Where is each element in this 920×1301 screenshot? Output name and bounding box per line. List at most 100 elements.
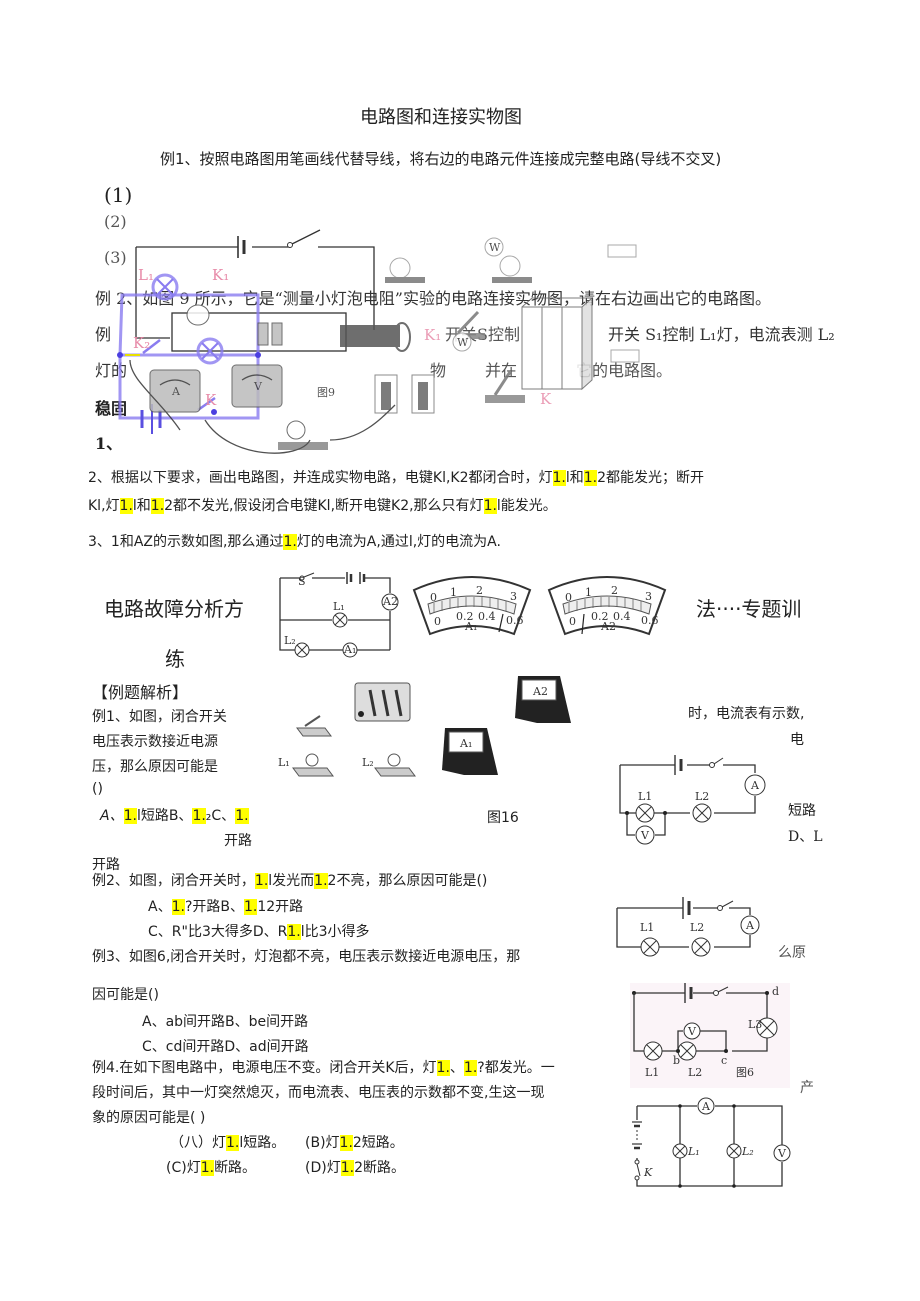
ex1-label-L2: L2	[695, 790, 709, 803]
ex1-label-V: V	[640, 829, 650, 842]
svg-text:A: A	[171, 385, 181, 398]
svg-text:0.6: 0.6	[641, 614, 659, 627]
label-L2: L₂	[284, 634, 296, 647]
label-A2: A2	[382, 595, 398, 608]
svg-text:1: 1	[450, 586, 457, 599]
svg-text:0.6: 0.6	[506, 614, 524, 627]
svg-text:0: 0	[430, 591, 437, 604]
fig6-label-L2: L2	[688, 1066, 702, 1079]
ex1-right-line2: 电	[790, 732, 804, 748]
svg-text:K: K	[540, 390, 552, 408]
svg-text:3: 3	[510, 590, 517, 603]
ex4-label-L1: L₁	[687, 1145, 700, 1158]
ex1-options-wrap: 开路	[224, 833, 252, 849]
svg-text:2: 2	[611, 584, 618, 597]
svg-text:0.4: 0.4	[613, 610, 631, 623]
ex3-question-wrap: 因可能是()	[92, 987, 159, 1003]
figure9-caption: 图9	[317, 386, 335, 399]
ex1-options-wrap2: 开路	[92, 857, 120, 873]
ex1-circuit: L1 L2 A V	[619, 755, 766, 845]
fig6-label-c: c	[721, 1054, 727, 1067]
example3-line2-end: 它的电路图。	[576, 361, 673, 380]
fig6-label-V: V	[687, 1025, 697, 1038]
svg-text:V: V	[253, 380, 263, 393]
fig6-label-b: b	[673, 1054, 680, 1067]
fig6-label-L3: L3	[748, 1018, 762, 1031]
ex1-right-line1: 时，电流表有示数,	[688, 706, 805, 722]
overlay-label-K: K	[205, 391, 217, 409]
ex2-circuit: L1 L2 A	[616, 897, 760, 957]
item3-line: 3、1和AZ的示数如图,那么通过1.灯的电流为A,通过l,灯的电流为A.	[88, 534, 501, 550]
ex4-option-d: (D)灯1.2断路。	[305, 1160, 405, 1176]
svg-text:0.2: 0.2	[591, 610, 609, 623]
figure16-caption: 图16	[487, 810, 519, 826]
figure16-components: L₁ L₂ A2 A₁	[278, 676, 571, 777]
examples-header: 【例题解析】	[92, 683, 189, 702]
item2-line1: 2、根据以下要求，画出电路图，并连成实物电路，电键Kl,K2都闭合时，灯1.l和…	[88, 470, 705, 486]
sub-item-2: (2)	[104, 212, 127, 231]
ex1-line4: ()	[92, 781, 103, 797]
svg-text:0: 0	[434, 615, 441, 628]
figure9-diagram: L₁ K₁ K₂ K A V 图9 W	[117, 229, 640, 454]
meter-face-a1: 0 1 2 3 0 0.2 0.4 0.6 A₁	[412, 576, 532, 636]
example3-left: 例	[95, 325, 112, 344]
ex1-line3: 压，那么原因可能是	[92, 759, 218, 775]
item2-line2: Kl,灯1.l和1.2都不发光,假设闭合电键Kl,断开电键K2,那么只有灯1.l…	[88, 498, 557, 514]
section2-title-wrap: 练	[165, 647, 185, 671]
fig6-label-L1: L1	[645, 1066, 659, 1079]
svg-text:K₁: K₁	[424, 326, 441, 344]
sub-item-3: (3)	[104, 248, 127, 267]
svg-text:3: 3	[645, 590, 652, 603]
label-A1: A₁	[343, 643, 356, 656]
overlay-label-K1: K₁	[212, 266, 229, 284]
ex4-label-V: V	[777, 1147, 787, 1160]
ex3-option-cd: C、cd间开路D、ad间开路	[142, 1039, 309, 1055]
example2-line: 例 2、如图 9 所示，它是“测量小灯泡电阻”实验的电路连接实物图，请在右边画出…	[95, 289, 771, 308]
ex1-options: A、1.l短路B、1.₂C、1.	[100, 808, 249, 824]
svg-text:2: 2	[476, 584, 483, 597]
ex2-question: 例2、如图，闭合开关时，1.l发光而1.2不亮，那么原因可能是()	[92, 873, 488, 889]
meter3d-label-a2: A2	[532, 685, 548, 698]
page-title: 电路图和连接实物图	[360, 107, 522, 128]
section2-title-left: 电路故障分析方	[104, 597, 244, 621]
ex1-line1: 例1、如图，闭合开关	[92, 709, 227, 725]
bulb-label-L1: L₁	[278, 756, 290, 769]
figure6-circuit: V L3 L1 L2 b c d 图6	[630, 983, 790, 1088]
meter-face-a2: 0 1 2 3 0 0.2 0.4 0.6 A2	[547, 576, 667, 636]
example1-intro: 例1、按照电路图用笔画线代替导线，将右边的电路元件连接成完整电路(导线不交叉)	[160, 150, 722, 168]
ex1-right-frag2: D、L	[788, 829, 823, 845]
ex4-line2: 段时间后，其中一灯突然熄灭，而电流表、电压表的示数都不变,生这一现	[92, 1085, 545, 1101]
ex1-line2: 电压表示数接近电源	[92, 734, 218, 750]
ex2-label-A: A	[745, 919, 755, 932]
circuit-l1-l2-ammeters: S L₁ L₂ A2 A₁	[279, 572, 399, 658]
ex3-right-frag: 么原	[778, 945, 806, 961]
meter3d-label-a1: A₁	[459, 737, 472, 750]
bulb-label-L2: L₂	[362, 756, 374, 769]
svg-text:0.4: 0.4	[478, 610, 496, 623]
example3-right: 开关 S₁控制 L₁灯，电流表测 L₂	[608, 325, 835, 344]
ex4-line3: 象的原因可能是( )	[92, 1110, 206, 1126]
figure6-side: 产	[800, 1080, 814, 1096]
ex4-option-b: (B)灯1.2短路。	[305, 1135, 404, 1151]
meter2-label: A2	[600, 620, 616, 633]
ex4-label-L2: L₂	[741, 1145, 754, 1158]
ex4-option-c: (C)灯1.断路。	[166, 1160, 257, 1176]
meter1-label: A₁	[464, 620, 477, 633]
outer-circuit	[135, 229, 375, 352]
ex4-label-K: K	[643, 1166, 653, 1179]
fig6-label-d: d	[772, 985, 779, 998]
svg-text:W: W	[489, 241, 501, 254]
ex4-option-a: （八）灯1.l短路。	[170, 1135, 286, 1151]
sub-item-1: (1)	[104, 183, 133, 207]
ex2-label-L2: L2	[690, 921, 704, 934]
svg-text:0: 0	[565, 591, 572, 604]
ex2-option-cd: C、R"比3大得多D、R1.l比3小得多	[148, 924, 370, 940]
blue-overlay-circuit: L₁ K₁ K₂ K	[117, 266, 261, 434]
ex3-option-ab: A、ab间开路B、be间开路	[142, 1014, 309, 1030]
ex2-label-L1: L1	[640, 921, 654, 934]
ex4-line1: 例4.在如下图电路中，电源电压不变。闭合开关K后，灯1.、1.?都发光。一	[92, 1060, 555, 1076]
svg-text:1: 1	[585, 586, 592, 599]
label-S: S	[298, 575, 306, 588]
overlay-label-K2: K₂	[133, 334, 150, 352]
ex4-label-A: A	[701, 1100, 711, 1113]
